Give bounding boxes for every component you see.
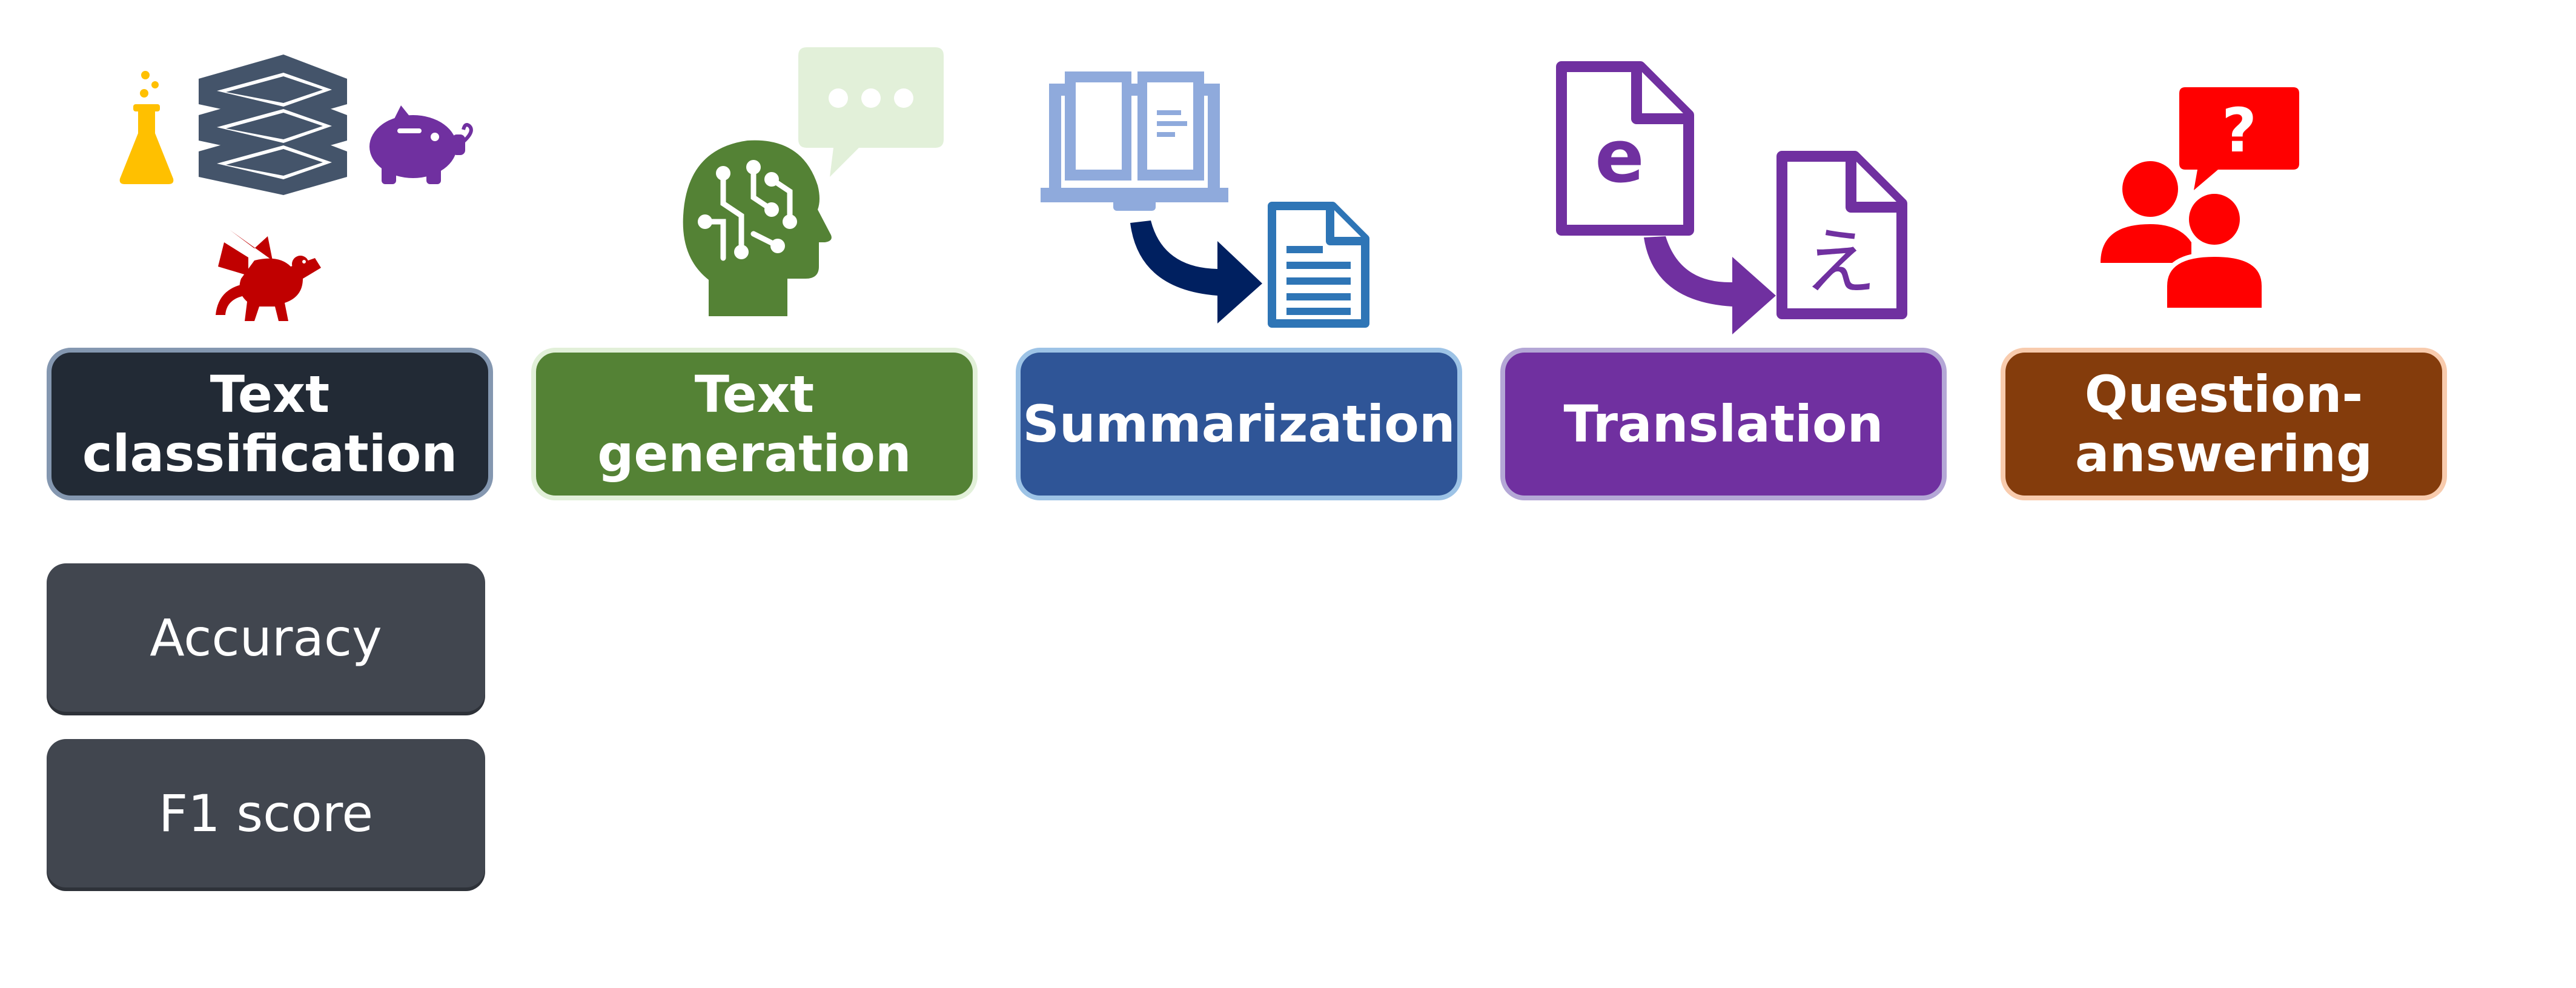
piggy-bank-icon [369, 105, 473, 184]
speech-bubble-icon [798, 47, 944, 177]
task-label-line2: generation [597, 424, 912, 483]
task-label-line1: Text [694, 365, 815, 424]
document-japanese-icon: え [1776, 151, 1907, 319]
task-question-answering: Question- answering [2001, 348, 2447, 500]
flask-icon [119, 71, 174, 184]
metric-label: Accuracy [150, 608, 382, 668]
task-summarization: Summarization [1016, 348, 1462, 500]
task-translation: Translation [1500, 348, 1947, 500]
people-icon [2101, 161, 2266, 308]
task-label-line1: Question- [2084, 365, 2363, 424]
arrow-icon [1644, 236, 1776, 334]
svg-text:?: ? [2222, 95, 2257, 166]
metric-f1-score: F1 score [47, 739, 485, 887]
open-book-icon [1041, 71, 1228, 211]
ai-head-icon [683, 140, 832, 316]
task-label-line1: Text [210, 365, 330, 424]
books-icon [199, 55, 347, 195]
task-text-classification: Text classification [47, 348, 493, 500]
metric-label: F1 score [158, 783, 374, 843]
document-e-icon: e [1556, 61, 1694, 236]
dragon-icon [216, 230, 321, 321]
document-icon [1268, 202, 1369, 328]
task-label-line2: classification [82, 424, 458, 483]
task-text-generation: Text generation [531, 348, 978, 500]
svg-text:e: e [1595, 115, 1644, 199]
task-label-line2: answering [2074, 424, 2373, 483]
question-bubble-icon: ? [2179, 87, 2299, 190]
arrow-icon [1130, 220, 1262, 323]
metric-accuracy: Accuracy [47, 563, 485, 712]
task-label-line1: Translation [1563, 394, 1884, 454]
svg-text:え: え [1804, 220, 1876, 305]
task-label-line1: Summarization [1022, 394, 1455, 454]
